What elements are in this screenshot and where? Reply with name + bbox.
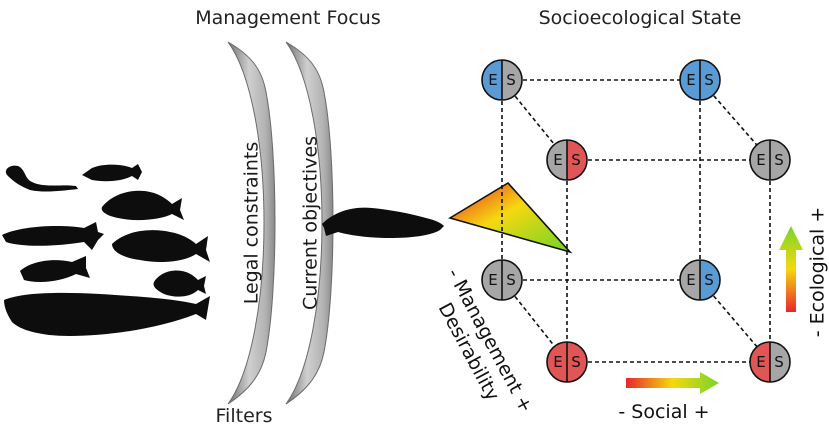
- sturgeon-silhouette: [4, 292, 210, 336]
- node-ecological-half: [482, 60, 502, 100]
- node-ecological-half: [547, 140, 567, 180]
- social-arrow: [626, 372, 719, 394]
- ecological-axis: - Ecological +: [779, 207, 829, 338]
- node-e-label: E: [553, 353, 562, 371]
- node-ecological-half: [750, 140, 770, 180]
- node-s-label: S: [704, 271, 714, 289]
- bass-silhouette: [112, 230, 210, 262]
- node-social-half: [700, 60, 720, 100]
- management-desirability-wedge: [448, 181, 573, 254]
- node-social-half: [567, 140, 587, 180]
- node-s-label: S: [571, 151, 581, 169]
- legal-constraints-label: Legal constraints: [241, 142, 263, 305]
- node-s-label: S: [704, 71, 714, 89]
- node-social-half: [502, 260, 522, 300]
- pike-silhouette: [2, 222, 104, 250]
- eel-silhouette: [5, 165, 79, 192]
- node-e-label: E: [553, 151, 562, 169]
- node-social-half: [770, 342, 790, 382]
- ecological-axis-label: - Ecological +: [807, 207, 829, 338]
- management-focus-heading: Management Focus: [195, 7, 380, 29]
- social-axis-label: - Social +: [618, 401, 709, 423]
- legal-constraints-lens: [227, 41, 276, 405]
- node-s-label: S: [774, 151, 784, 169]
- trout-silhouette: [82, 164, 142, 182]
- node-s-label: S: [506, 71, 516, 89]
- node-e-label: E: [686, 271, 695, 289]
- node-ecological-half: [482, 260, 502, 300]
- node-ecological-half: [750, 342, 770, 382]
- perch-silhouette: [20, 256, 90, 282]
- trout-filtered-silhouette: [322, 207, 444, 238]
- social-axis: - Social +: [618, 372, 719, 423]
- node-e-label: E: [756, 353, 765, 371]
- node-ecological-half: [680, 60, 700, 100]
- current-objectives-label: Current objectives: [300, 136, 322, 310]
- node-ecological-half: [547, 342, 567, 382]
- node-s-label: S: [506, 271, 516, 289]
- node-s-label: S: [571, 353, 581, 371]
- node-s-label: S: [774, 353, 784, 371]
- node-social-half: [502, 60, 522, 100]
- sunfish-silhouette: [153, 270, 206, 297]
- node-e-label: E: [756, 151, 765, 169]
- carp-silhouette: [101, 190, 184, 221]
- node-ecological-half: [680, 260, 700, 300]
- node-e-label: E: [686, 71, 695, 89]
- socioecological-state-heading: Socioecological State: [539, 7, 742, 29]
- node-social-half: [700, 260, 720, 300]
- filter-lenses: Legal constraints Current objectives: [227, 41, 334, 405]
- fish-species-group: [2, 164, 210, 336]
- node-e-label: E: [488, 71, 497, 89]
- node-social-half: [567, 342, 587, 382]
- ecological-arrow: [779, 226, 803, 312]
- filters-label: Filters: [216, 405, 273, 427]
- node-social-half: [770, 140, 790, 180]
- current-objectives-lens: [285, 41, 334, 405]
- node-e-label: E: [488, 271, 497, 289]
